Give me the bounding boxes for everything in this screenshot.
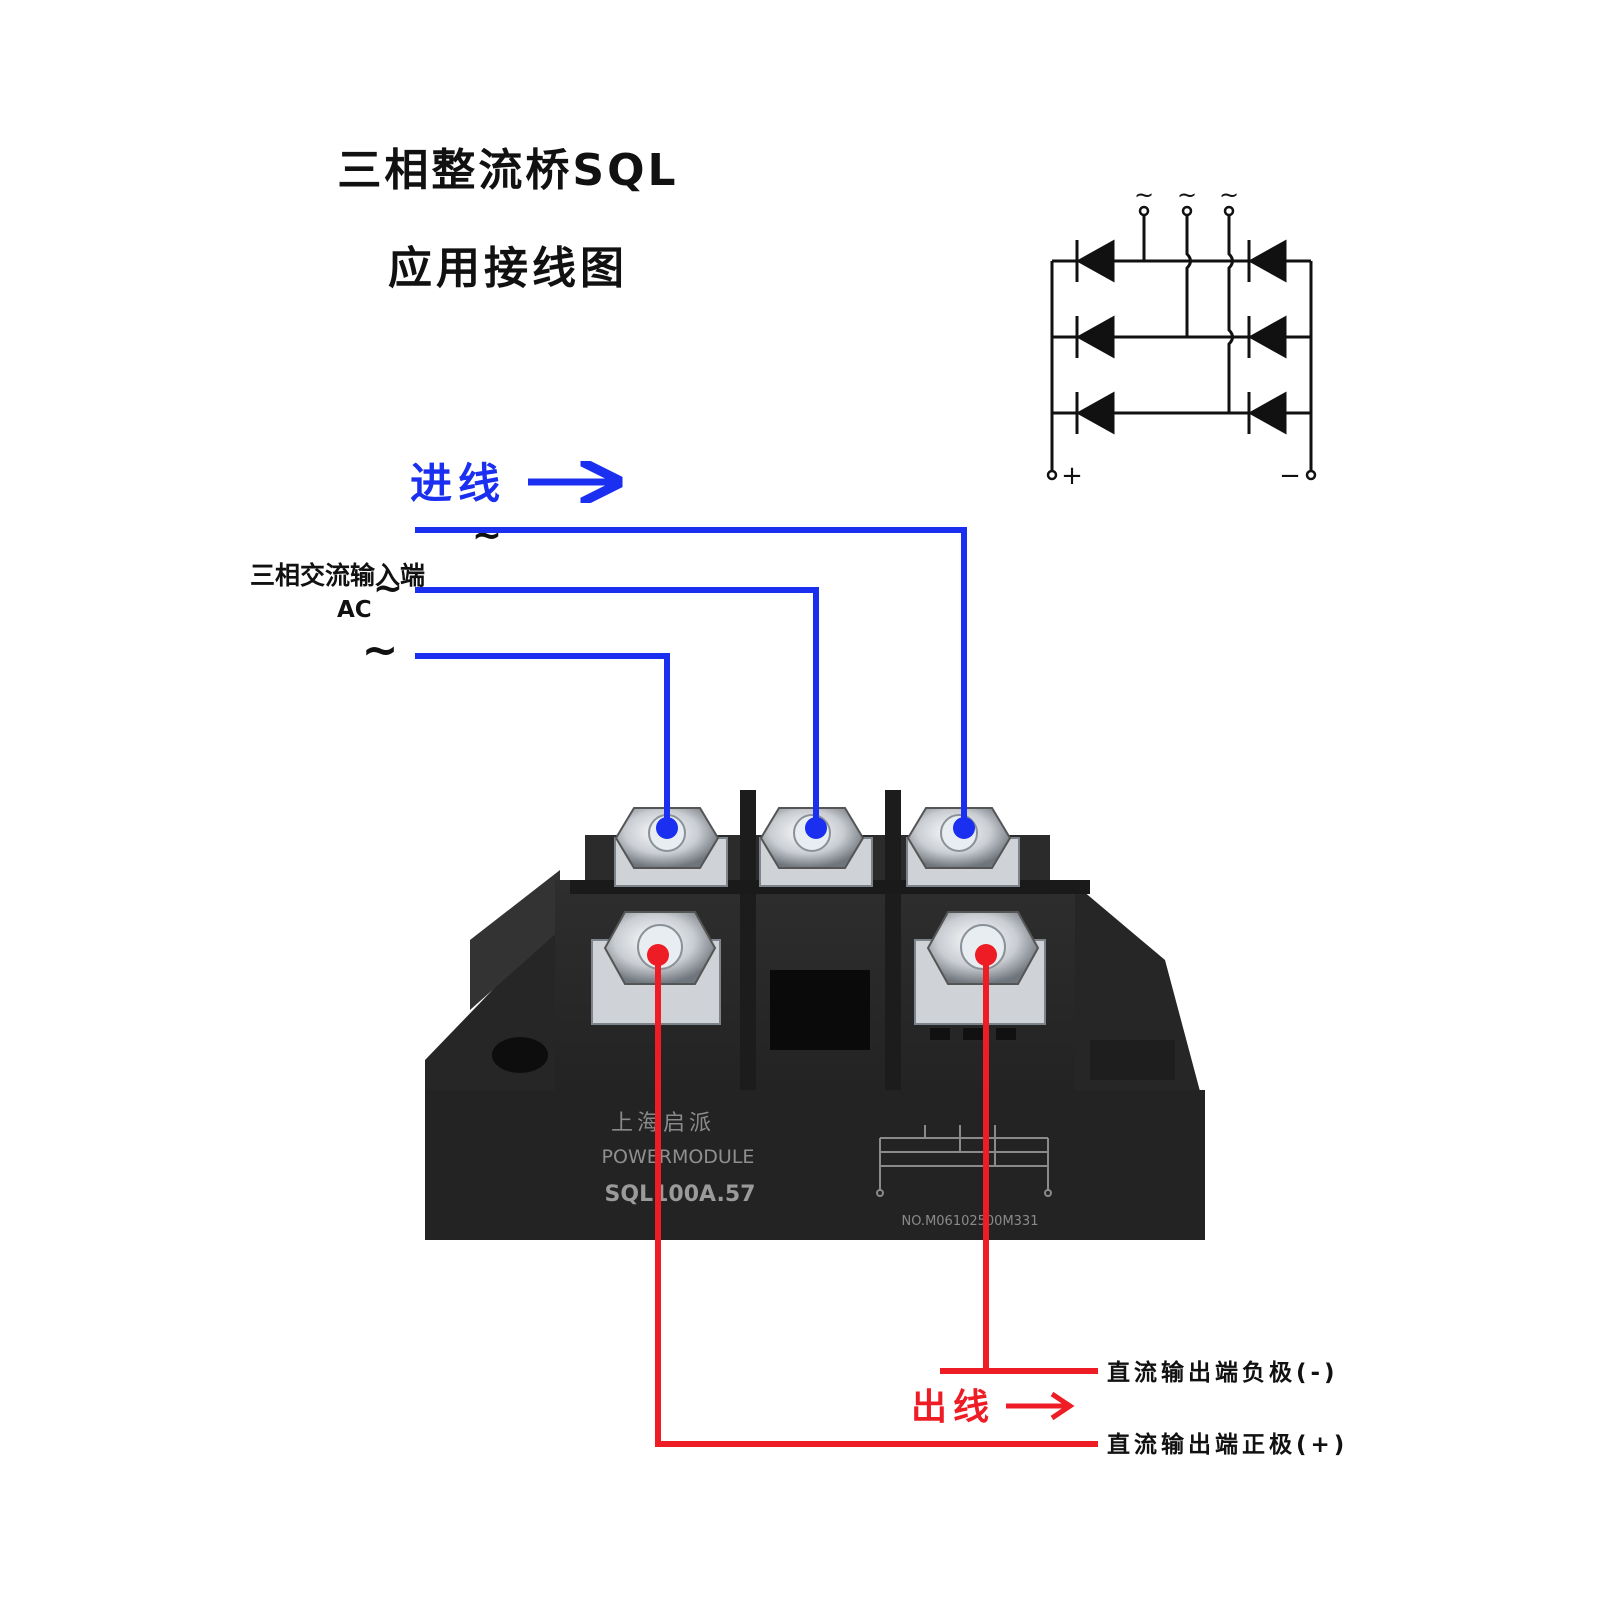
tilde-1: ~ — [472, 515, 502, 556]
tilde-3: ~ — [362, 625, 399, 676]
output-arrow-icon — [1006, 1391, 1075, 1421]
diode-icon — [1247, 239, 1287, 283]
diode-icon — [1075, 391, 1115, 435]
ac-input-label: 三相交流输入端 — [250, 561, 425, 590]
diagram-title: 三相整流桥SQL — [337, 145, 678, 196]
input-wire-2 — [415, 587, 819, 828]
diagram-subtitle: 应用接线图 — [388, 243, 628, 294]
input-wire-3 — [415, 653, 670, 828]
dc-positive-label: 直流输出端正极(+) — [1107, 1431, 1348, 1458]
dc-minus-symbol: − — [1279, 461, 1301, 491]
ac-input-sublabel: AC — [337, 597, 372, 623]
rectifier-module: 上海启派 POWERMODULE SQL100A.57 NO.M06102500… — [425, 790, 1205, 1240]
input-wires — [415, 527, 967, 828]
output-wire-positive — [655, 955, 1098, 1447]
ac-symbol-3: ~ — [1219, 181, 1239, 209]
diode-icon — [1247, 391, 1287, 435]
input-wire-1 — [415, 527, 967, 828]
output-wire-positive-endpoint — [647, 944, 669, 966]
module-series: POWERMODULE — [602, 1146, 755, 1168]
module-serial: NO.M06102500M331 — [902, 1214, 1039, 1229]
schematic-diodes — [1075, 239, 1287, 435]
module-model: SQL100A.57 — [605, 1182, 756, 1207]
input-wire-1-endpoint — [953, 817, 975, 839]
input-wire-2-endpoint — [805, 817, 827, 839]
dc-plus-symbol: + — [1061, 461, 1083, 491]
dc-negative-label: 直流输出端负极(-) — [1107, 1359, 1339, 1386]
output-label: 出线 — [911, 1387, 995, 1428]
input-wire-3-endpoint — [656, 817, 678, 839]
mounting-hole — [492, 1037, 548, 1073]
output-wire-negative-endpoint — [975, 944, 997, 966]
tilde-2: ~ — [373, 568, 403, 609]
diode-icon — [1247, 315, 1287, 359]
input-label: 进线 — [410, 459, 506, 508]
module-schematic — [876, 1125, 1052, 1197]
ac-symbol-1: ~ — [1134, 181, 1154, 209]
diode-icon — [1075, 239, 1115, 283]
diode-icon — [1075, 315, 1115, 359]
ac-symbol-2: ~ — [1177, 181, 1197, 209]
ac-terminal-3[interactable] — [906, 807, 1020, 887]
output-wires — [655, 955, 1098, 1447]
module-brand: 上海启派 — [611, 1111, 715, 1136]
ac-terminal-1[interactable] — [614, 807, 728, 887]
schematic-terminals — [1046, 205, 1317, 481]
